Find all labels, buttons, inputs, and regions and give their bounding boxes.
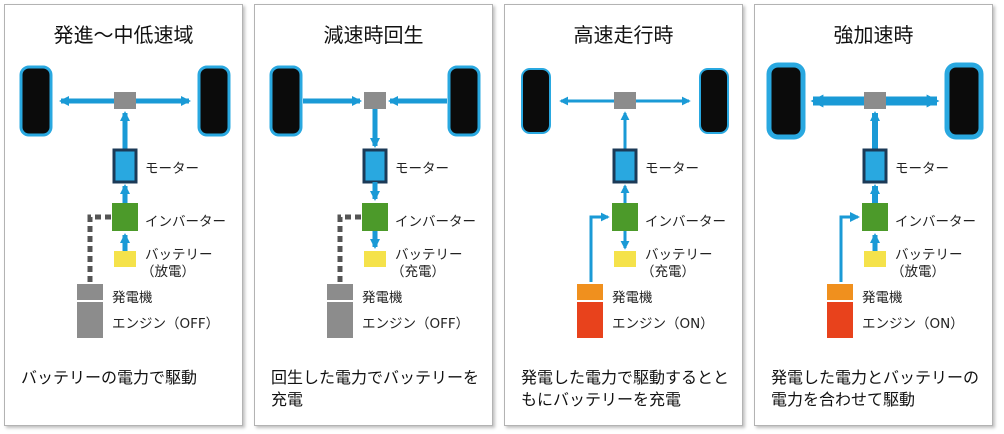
- engine-icon: [77, 302, 103, 338]
- wheel-icon: [521, 68, 551, 134]
- inverter-label: インバーター: [395, 214, 476, 230]
- wheel-icon: [766, 62, 806, 140]
- gearbox-icon: [614, 92, 636, 109]
- wheel-icon: [197, 65, 231, 137]
- engine-icon: [827, 302, 853, 338]
- panel-title: 発進～中低速域: [53, 23, 194, 47]
- generator-icon: [77, 284, 103, 300]
- drivetrain-diagram: [269, 65, 481, 338]
- battery-state-label: （充電）: [641, 264, 695, 280]
- battery-icon: [614, 251, 636, 267]
- generator-link: [87, 214, 112, 282]
- generator-label: 発電機: [612, 290, 653, 306]
- drivetrain-diagram: [19, 65, 231, 338]
- gearbox-icon: [114, 92, 136, 109]
- inverter-icon: [862, 203, 888, 231]
- battery-label: バッテリー: [645, 247, 713, 263]
- gearbox-icon: [864, 92, 886, 109]
- flow-arrow: [589, 212, 610, 282]
- motor-icon: [362, 148, 388, 184]
- battery-icon: [364, 251, 386, 267]
- wheel-icon: [19, 65, 53, 137]
- panel-title: 高速走行時: [573, 23, 674, 47]
- motor-label: モーター: [395, 161, 449, 177]
- engine-icon: [577, 302, 603, 338]
- battery-state-label: （放電）: [891, 264, 945, 280]
- generator-label: 発電機: [362, 290, 403, 306]
- engine-icon: [327, 302, 353, 338]
- motor-icon: [112, 148, 138, 184]
- generator-label: 発電機: [112, 290, 153, 306]
- inverter-label: インバーター: [145, 214, 226, 230]
- engine-label: エンジン（OFF）: [112, 316, 220, 332]
- battery-label: バッテリー: [395, 247, 463, 263]
- panel-high-speed: 高速走行時 モーター インバーター バッテリー （充電）: [504, 4, 743, 426]
- drivetrain-diagram: [766, 62, 984, 338]
- panel-title: 強加速時: [833, 23, 914, 47]
- wheel-icon: [447, 65, 481, 137]
- generator-icon: [327, 284, 353, 300]
- panel-description: 回生した電力でバッテリーを充電: [271, 368, 480, 409]
- panel-regen-braking: 減速時回生 モーター インバーター バッテリー （: [254, 4, 493, 426]
- generator-link: [337, 214, 362, 282]
- panel-start-low-speed: 発進～中低速域 モ: [4, 4, 243, 426]
- motor-label: モーター: [145, 161, 199, 177]
- panel-hard-acceleration: 強加速時 モーター インバーター バッテリー: [754, 4, 993, 426]
- panel-description: 発電した電力で駆動するとともにバッテリーを充電: [521, 368, 730, 409]
- battery-label: バッテリー: [895, 247, 963, 263]
- motor-label: モーター: [895, 161, 949, 177]
- inverter-icon: [612, 203, 638, 231]
- motor-label: モーター: [645, 161, 699, 177]
- generator-icon: [827, 284, 853, 300]
- panel-title: 減速時回生: [323, 23, 424, 47]
- wheel-icon: [699, 68, 729, 134]
- battery-icon: [114, 251, 136, 267]
- wheel-icon: [269, 65, 303, 137]
- battery-label: バッテリー: [145, 247, 213, 263]
- generator-icon: [577, 284, 603, 300]
- inverter-label: インバーター: [895, 214, 976, 230]
- flow-arrow: [839, 212, 860, 282]
- drivetrain-diagram: [521, 68, 729, 338]
- inverter-icon: [112, 203, 138, 231]
- panel-description: バッテリーの電力で駆動: [21, 368, 198, 387]
- inverter-icon: [362, 203, 388, 231]
- wheel-icon: [944, 62, 984, 140]
- generator-label: 発電機: [862, 290, 903, 306]
- engine-label: エンジン（ON）: [612, 316, 714, 332]
- engine-label: エンジン（OFF）: [362, 316, 470, 332]
- gearbox-icon: [364, 92, 386, 109]
- inverter-label: インバーター: [645, 214, 726, 230]
- battery-state-label: （放電）: [141, 264, 195, 280]
- motor-icon: [612, 148, 638, 184]
- battery-state-label: （充電）: [391, 264, 445, 280]
- engine-label: エンジン（ON）: [862, 316, 964, 332]
- panel-description: 発電した電力とバッテリーの電力を合わせて駆動: [771, 368, 980, 409]
- motor-icon: [862, 148, 888, 184]
- battery-icon: [864, 251, 886, 267]
